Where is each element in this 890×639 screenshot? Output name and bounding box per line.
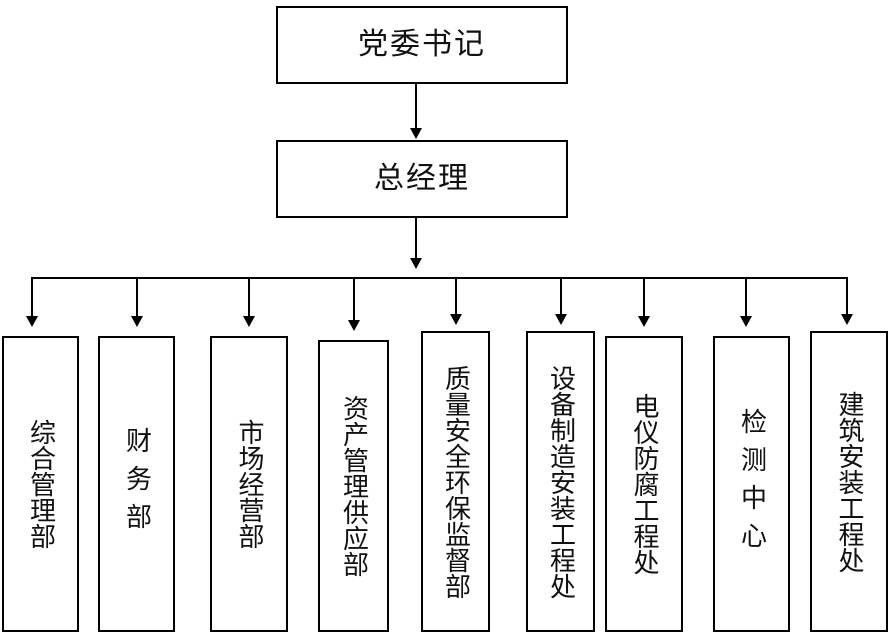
arrow-head-dept-9 <box>841 314 853 325</box>
connector-drop-dept-4 <box>353 277 355 323</box>
arrow-head-dept-8 <box>740 316 752 327</box>
org-node-dept-5[interactable]: 质量安全环保监督部 <box>421 331 490 632</box>
org-node-dept-8[interactable]: 检测中心 <box>713 336 790 632</box>
arrow-head-dept-2 <box>131 316 143 327</box>
connector-drop-dept-2 <box>136 277 138 319</box>
org-node-dept-9[interactable]: 建筑安装工程处 <box>810 331 888 632</box>
org-node-dept-6[interactable]: 设备制造安装工程处 <box>526 331 595 632</box>
org-node-label: 市场经营部 <box>235 419 265 549</box>
arrow-head-dept-7 <box>638 316 650 327</box>
org-node-label: 设备制造安装工程处 <box>546 364 576 599</box>
org-node-general-manager[interactable]: 总经理 <box>276 140 568 218</box>
arrow-head-to-bus <box>410 258 422 269</box>
connector-drop-dept-6 <box>560 277 562 319</box>
arrow-head-dept-6 <box>555 314 567 325</box>
org-node-label: 资产管理供应部 <box>339 395 369 577</box>
connector-drop-dept-8 <box>745 277 747 319</box>
connector-drop-dept-9 <box>846 277 848 319</box>
arrow-head-dept-3 <box>243 316 255 327</box>
connector-drop-dept-3 <box>248 277 250 319</box>
org-node-dept-3[interactable]: 市场经营部 <box>210 336 288 632</box>
org-node-dept-4[interactable]: 资产管理供应部 <box>318 340 389 632</box>
connector-drop-dept-7 <box>643 277 645 319</box>
connector-drop-dept-1 <box>31 277 33 319</box>
arrow-head-dept-5 <box>450 314 462 325</box>
org-node-label: 综合管理部 <box>26 419 56 549</box>
org-node-dept-2[interactable]: 财务部 <box>98 336 175 632</box>
org-node-label: 质量安全环保监督部 <box>441 364 471 599</box>
arrow-head-dept-1 <box>26 316 38 327</box>
connector-drop-dept-5 <box>455 277 457 319</box>
org-node-label: 总经理 <box>374 162 470 195</box>
org-node-label: 党委书记 <box>358 28 486 61</box>
connector-horizontal-bus <box>31 277 847 279</box>
connector-party-secretary-to-general-manager <box>415 84 417 130</box>
org-node-label: 电仪防腐工程处 <box>630 393 660 575</box>
org-node-label: 财务部 <box>122 427 152 541</box>
org-node-label: 建筑安装工程处 <box>835 390 865 573</box>
org-node-dept-7[interactable]: 电仪防腐工程处 <box>605 336 683 632</box>
org-node-party-secretary[interactable]: 党委书记 <box>276 6 568 84</box>
org-node-label: 检测中心 <box>737 408 767 560</box>
arrow-head-dept-4 <box>348 320 360 331</box>
arrow-head-to-general-manager <box>410 128 422 139</box>
org-node-dept-1[interactable]: 综合管理部 <box>2 336 79 632</box>
connector-general-manager-to-bus <box>415 218 417 262</box>
